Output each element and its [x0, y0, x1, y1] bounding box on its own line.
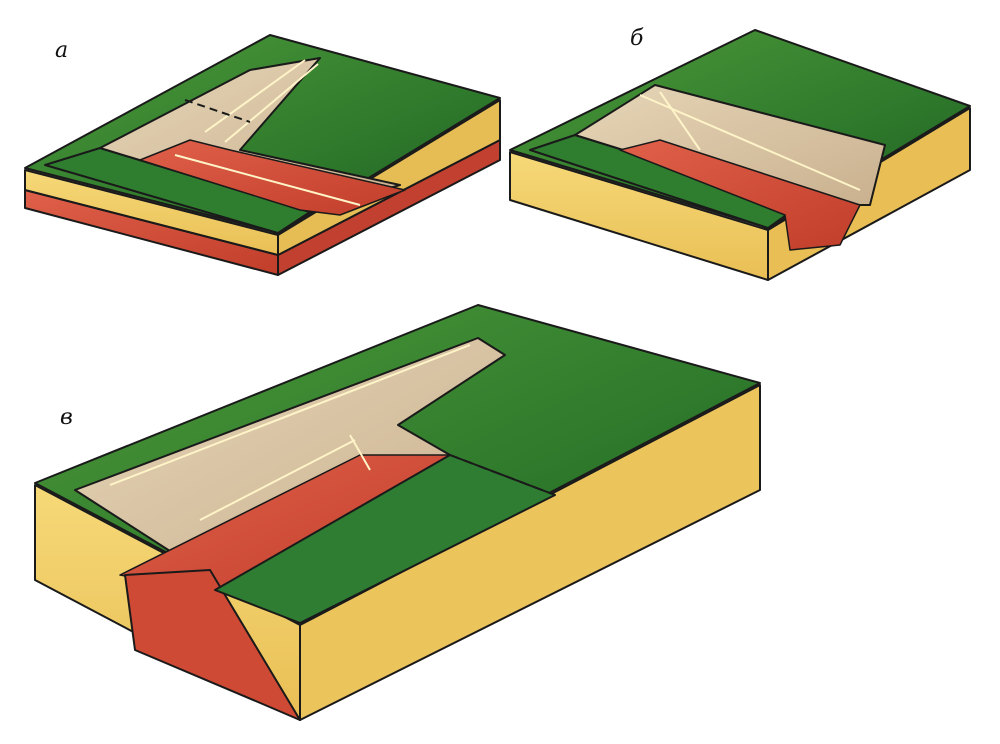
- block-b: [510, 30, 970, 280]
- label-a: а: [55, 38, 68, 63]
- label-c: в: [60, 405, 73, 430]
- label-b: б: [630, 26, 643, 51]
- block-a: [25, 35, 500, 275]
- block-c: [35, 305, 760, 720]
